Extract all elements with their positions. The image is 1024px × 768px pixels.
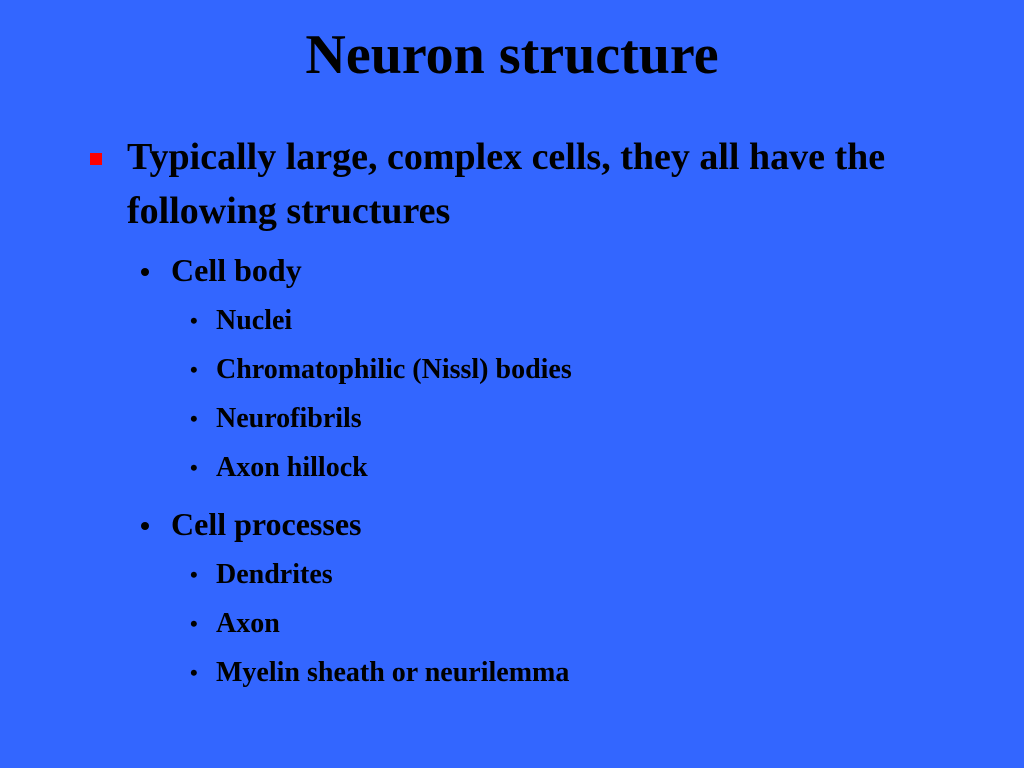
square-bullet-icon [90,153,102,165]
small-dot-bullet-icon: • [190,308,198,333]
main-point: Typically large, complex cells, they all… [127,136,886,232]
small-dot-bullet-icon: • [190,562,198,587]
list-item-nissl-bodies: Chromatophilic (Nissl) bodies [216,354,572,385]
dot-bullet-icon [141,522,149,530]
list-item-neurofibrils: Neurofibrils [216,403,362,434]
sub-point-cell-body: Cell body [171,252,302,288]
dot-bullet-icon [141,268,149,276]
list-item-myelin-sheath: Myelin sheath or neurilemma [216,657,570,688]
small-dot-bullet-icon: • [190,611,198,636]
list-item-dendrites: Dendrites [216,559,333,590]
list-item-axon: Axon [216,608,280,639]
small-dot-bullet-icon: • [190,455,198,480]
small-dot-bullet-icon: • [190,660,198,685]
small-dot-bullet-icon: • [190,357,198,382]
sub-point-cell-processes: Cell processes [171,506,362,542]
small-dot-bullet-icon: • [190,406,198,431]
list-item-axon-hillock: Axon hillock [216,452,368,483]
slide-title: Neuron structure [305,24,719,86]
list-item-nuclei: Nuclei [216,305,293,336]
